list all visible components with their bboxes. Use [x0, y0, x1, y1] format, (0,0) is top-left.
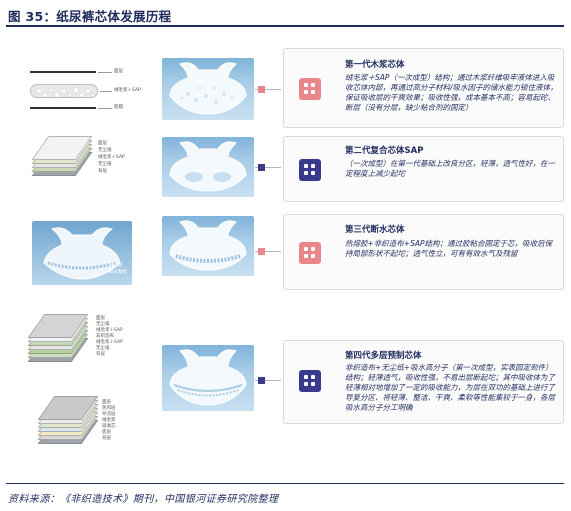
generation-card-3: 第三代断水芯体 热熔胶+非织造布+SAP结构；通过胶粘合固定于芯，吸收后保持局部…	[283, 214, 564, 290]
absorbent-core	[30, 84, 98, 98]
generation-card-1: 第一代木浆芯体 绒毛浆＋SAP（一次成型）结构；通过木浆纤维吸牢液体进入吸收芯体…	[283, 48, 564, 128]
figure-header: 图 35：纸尿裤芯体发展历程	[6, 4, 564, 27]
source-note: 资料来源：《非织造技术》期刊，中国银河证券研究院整理	[8, 494, 279, 505]
timeline-dot	[258, 86, 265, 93]
layer-label: 面层	[114, 69, 123, 74]
timeline-dot	[258, 248, 265, 255]
layer-label: 绒毛浆＋SAP	[96, 340, 123, 345]
layer-label: 绒毛浆＋SAP	[98, 155, 125, 160]
layer-label: 无尘纸	[96, 346, 110, 351]
figure-title: 图 35：纸尿裤芯体发展历程	[8, 9, 172, 24]
card-description: 非织造布+无尘纸+吸水高分子（第一次成型，实表园定到件）结构；轻薄透气，吸收性强…	[345, 363, 555, 412]
layer-label: 面层	[102, 400, 111, 405]
gen3-core-image	[162, 216, 254, 276]
layer-label: 绒毛浆	[102, 418, 116, 423]
layer-label: 绒毛浆＋SAP	[114, 88, 141, 93]
gen1-core-image	[162, 58, 254, 120]
layer-label: 背层	[102, 436, 111, 441]
layer-label: 背层	[96, 352, 105, 357]
layer-label: 面层	[98, 141, 107, 146]
layer-label: 面层	[96, 316, 105, 321]
layer-label: 热风层	[102, 406, 116, 411]
grid-icon	[299, 78, 321, 100]
layer-label: 导流层	[102, 412, 116, 417]
card-title: 第二代复合芯体SAP	[345, 146, 424, 156]
timeline-dot	[258, 164, 265, 171]
card-description: （一次成型）在第一代基础上改良分区，轻薄，透气性好，在一定程度上减少起坨	[345, 159, 555, 178]
layer-label: 底膜	[114, 105, 123, 110]
card-title: 第四代多层预制芯体	[345, 351, 422, 361]
timeline-dot	[258, 377, 265, 384]
gen4-core-image	[162, 345, 254, 411]
layer-label: 底层	[102, 430, 111, 435]
layer-label: 无尘纸	[98, 148, 112, 153]
layer-label: 导流层	[109, 263, 123, 268]
layer-label: 背层	[98, 169, 107, 174]
card-title: 第一代木浆芯体	[345, 60, 405, 70]
layer-label: 吸收芯	[102, 424, 116, 429]
layer-label: 无尘纸	[96, 322, 110, 327]
layer-label: 胶水颗粒	[109, 270, 127, 275]
header-divider	[6, 25, 564, 27]
generation-card-4: 第四代多层预制芯体 非织造布+无尘纸+吸水高分子（第一次成型，实表园定到件）结构…	[283, 340, 564, 424]
card-description: 热熔胶+非织造布+SAP结构；通过胶粘合固定于芯，吸收后保持局部形状不起坨；透气…	[345, 239, 552, 258]
bottom-layer-line	[30, 107, 96, 109]
generation-card-2: 第二代复合芯体SAP （一次成型）在第一代基础上改良分区，轻薄，透气性好，在一定…	[283, 136, 564, 202]
top-layer-line	[30, 71, 96, 73]
gen3-cross-section	[32, 221, 132, 285]
gen2-core-image	[162, 137, 254, 197]
layer-label: 绒毛浆＋SAP	[96, 328, 123, 333]
grid-icon	[299, 370, 321, 392]
card-description: 绒毛浆＋SAP（一次成型）结构；通过木浆纤维吸牢液体进入吸收芯体内部，再通过高分…	[345, 73, 558, 112]
grid-icon	[299, 242, 321, 264]
layer-label: 无尘纸	[98, 162, 112, 167]
card-title: 第三代断水芯体	[345, 225, 405, 235]
footer-divider	[6, 483, 564, 484]
layer-label: 非织造布	[96, 334, 114, 339]
grid-icon	[299, 159, 321, 181]
